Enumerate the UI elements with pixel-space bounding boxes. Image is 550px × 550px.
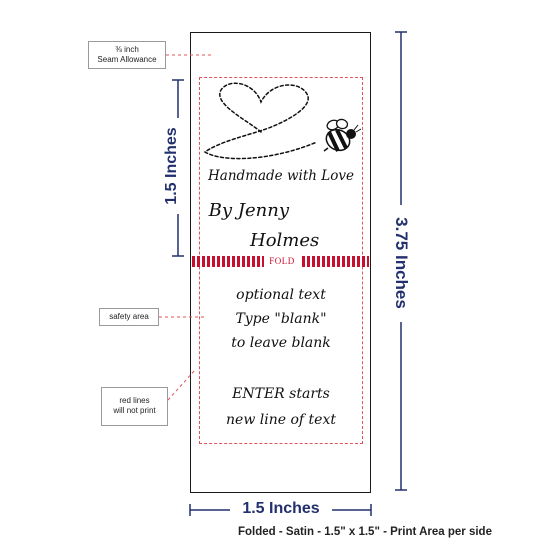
red-lines-text-1: red lines (119, 396, 150, 405)
optional-text-line-1: optional text (236, 287, 326, 303)
heart-trail-icon (203, 82, 318, 160)
bee-icon (323, 118, 362, 152)
optional-text-line-2: Type "blank" (235, 311, 327, 327)
enter-text-line-2: new line of text (226, 412, 336, 428)
width-dimension-label: 1.5 Inches (242, 500, 320, 517)
safety-area-callout: safety area (99, 308, 159, 326)
red-lines-text-2: will not print (113, 406, 156, 415)
red-lines-callout: red lines will not print (101, 387, 168, 426)
caption: Folded - Satin - 1.5" x 1.5" - Print Are… (238, 526, 492, 538)
seam-allowance-callout: ⅜ inch Seam Allowance (88, 41, 166, 69)
enter-text-line-1: ENTER starts (232, 386, 330, 402)
seam-allowance-text: Seam Allowance (97, 55, 157, 64)
fold-label: FOLD (264, 256, 300, 267)
seam-allowance-fraction: ⅜ inch (115, 45, 139, 54)
length-dimension-label: 3.75 Inches (392, 217, 411, 309)
height-dimension-label: 1.5 Inches (163, 127, 180, 205)
optional-text-line-3: to leave blank (231, 335, 331, 351)
label-tagline: Handmade with Love (208, 168, 354, 184)
label-name-line-1: By Jenny (208, 200, 289, 221)
label-name-line-2: Holmes (250, 230, 320, 251)
